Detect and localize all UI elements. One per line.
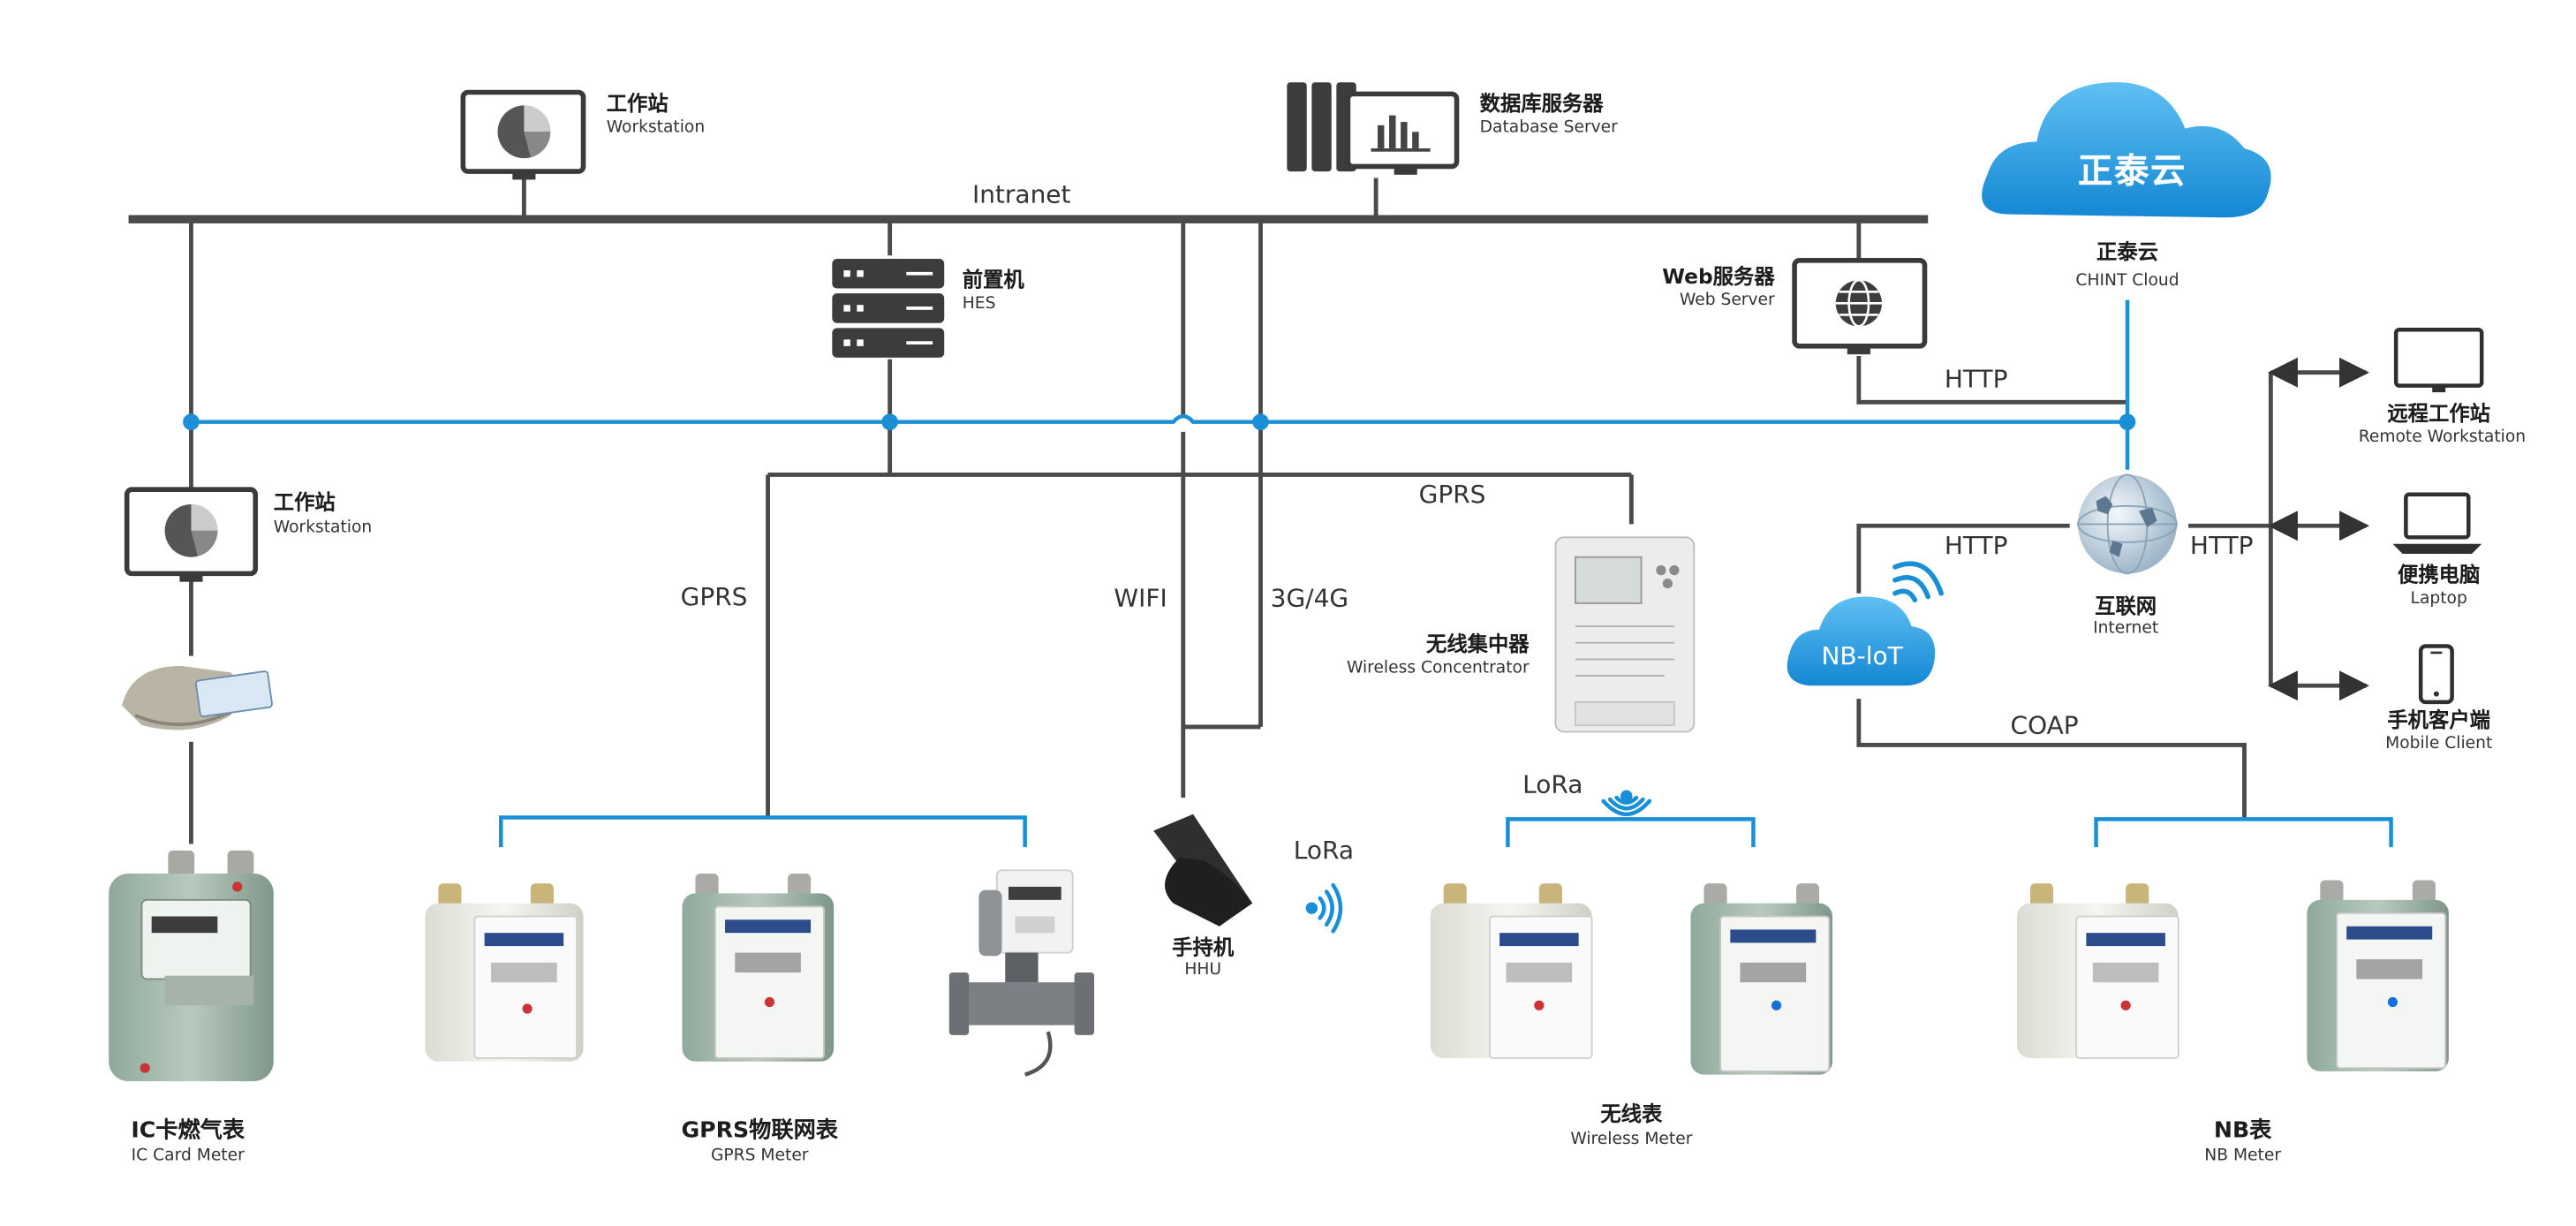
web-server-icon — [1792, 258, 1928, 355]
database-server-en: Database Server — [1479, 118, 1618, 137]
laptop-en: Laptop — [2410, 590, 2467, 609]
internet-en: Internet — [2093, 619, 2159, 639]
database-server-cn: 数据库服务器 — [1479, 90, 1604, 116]
workstation-top-cn: 工作站 — [606, 90, 669, 116]
hhu-en: HHU — [1184, 960, 1222, 980]
hhu-handheld-icon — [1153, 814, 1253, 927]
nb-meter-2-image — [2307, 880, 2449, 1071]
http-clients-label: HTTP — [2189, 530, 2254, 561]
workstation-top-en: Workstation — [606, 118, 706, 137]
wifi-label: WIFI — [1114, 583, 1167, 614]
remote-workstation-en: Remote Workstation — [2358, 428, 2527, 447]
nb-meter-1-image — [2016, 883, 2179, 1059]
mobile-client-cn: 手机客户端 — [2387, 707, 2491, 732]
database-server-icon — [1287, 82, 1460, 175]
gprs-meter-en: GPRS Meter — [710, 1147, 809, 1166]
internet-cn: 互联网 — [2095, 593, 2157, 618]
wireless-concentrator-en: Wireless Concentrator — [1346, 659, 1530, 677]
mobile-phone-icon — [2418, 644, 2454, 705]
coap-label: COAP — [2010, 710, 2079, 740]
workstation-left-cn: 工作站 — [273, 489, 336, 515]
nb-meter-cn: NB表 — [2213, 1117, 2272, 1145]
workstation-left-icon — [124, 487, 259, 582]
hes-en: HES — [962, 295, 996, 314]
card-reader-icon — [122, 665, 273, 730]
wireless-concentrator-cn: 无线集中器 — [1425, 631, 1530, 656]
wireless-meter-1-image — [1430, 883, 1593, 1059]
workstation-left-en: Workstation — [273, 518, 373, 538]
wireless-meter-cn: 无线表 — [1600, 1101, 1663, 1126]
blue-junctions — [183, 413, 2136, 431]
hes-server-icon — [832, 258, 945, 358]
intranet-label: Intranet — [971, 179, 1071, 209]
internet-globe-icon — [2077, 473, 2178, 575]
laptop-cn: 便携电脑 — [2398, 562, 2481, 587]
http-web-label: HTTP — [1944, 364, 2008, 394]
chint-cloud-icon — [1982, 82, 2271, 218]
wireless-meter-en: Wireless Meter — [1570, 1131, 1693, 1149]
workstation-top-icon — [460, 89, 586, 180]
lora-hhu-label: LoRa — [1293, 836, 1355, 866]
lora-concentrator-label: LoRa — [1522, 769, 1583, 800]
blue-wires — [191, 299, 2393, 848]
hes-cn: 前置机 — [962, 267, 1024, 292]
web-server-en: Web Server — [1679, 291, 1775, 310]
web-server-cn: Web服务器 — [1662, 263, 1775, 289]
hhu-cn: 手持机 — [1172, 935, 1235, 960]
cellular-label: 3G/4G — [1270, 583, 1349, 614]
chint-cloud-en: CHINT Cloud — [2075, 271, 2179, 291]
chint-cloud-cn: 正泰云 — [2096, 238, 2159, 264]
laptop-icon — [2392, 492, 2482, 554]
gprs-meter-cn: GPRS物联网表 — [681, 1117, 838, 1145]
gprs-meters-label: GPRS — [680, 581, 748, 612]
lora-wave-icon — [1601, 790, 1652, 816]
wireless-concentrator-icon — [1554, 536, 1696, 733]
gprs-concentrator-label: GPRS — [1418, 480, 1486, 510]
ic-card-meter-image — [109, 850, 274, 1082]
remote-workstation-cn: 远程工作站 — [2387, 400, 2491, 426]
ic-card-meter-en: IC Card Meter — [131, 1147, 245, 1166]
ic-card-meter-cn: IC卡燃气表 — [131, 1117, 246, 1145]
nb-iot-label: NB-loT — [1821, 640, 1903, 671]
mobile-client-en: Mobile Client — [2385, 735, 2493, 753]
gprs-valve-image — [948, 869, 1095, 1077]
dark-wires — [128, 178, 2369, 844]
gprs-meter-2-image — [682, 873, 835, 1062]
gprs-meter-1-image — [425, 883, 584, 1062]
nb-iot-cloud-icon — [1787, 561, 1944, 686]
nb-meter-en: NB Meter — [2204, 1147, 2281, 1166]
http-nb-label: HTTP — [1944, 530, 2008, 561]
chint-cloud-logo: 正泰云 — [2078, 151, 2187, 192]
remote-workstation-icon — [2393, 327, 2484, 393]
wireless-meter-2-image — [1690, 883, 1832, 1075]
lora-wave-icon-hhu — [1305, 882, 1343, 934]
